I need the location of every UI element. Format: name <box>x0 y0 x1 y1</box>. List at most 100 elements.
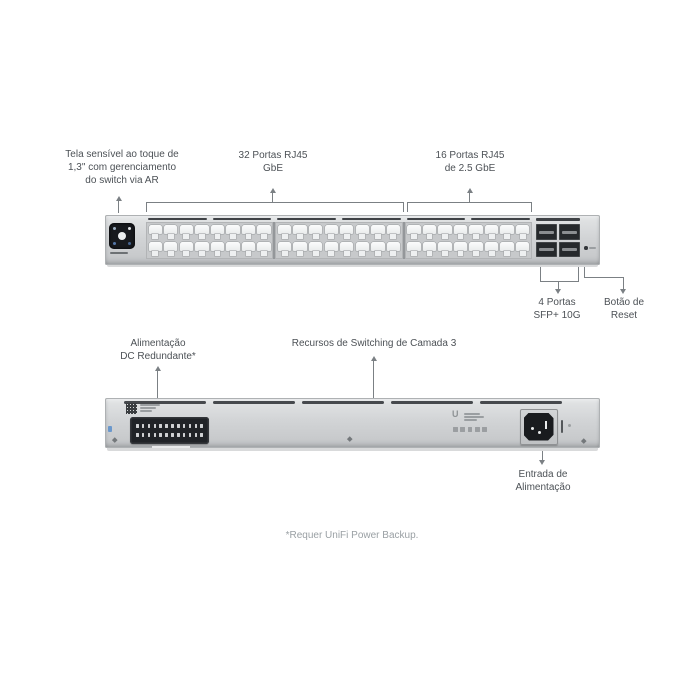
security-slot <box>561 420 563 433</box>
rj45-port <box>164 241 179 257</box>
dc-pin <box>188 432 192 437</box>
rj45-port <box>241 224 256 240</box>
label-sfp-ports: 4 Portas SFP+ 10G <box>533 297 581 321</box>
rj45-port <box>339 241 354 257</box>
qr-code <box>126 403 137 414</box>
rj45-port <box>438 224 453 240</box>
rj45-port <box>469 241 484 257</box>
rj45-port <box>179 241 194 257</box>
dc-pin <box>165 423 168 428</box>
rj45-port <box>515 241 530 257</box>
line-dc-power <box>157 371 158 398</box>
arrow-reset <box>620 289 626 294</box>
footnote: *Requer UniFi Power Backup. <box>285 530 419 541</box>
sfp-port <box>559 224 580 240</box>
arrow-touchscreen <box>116 196 122 201</box>
dc-pin <box>177 423 180 428</box>
rj45-port <box>226 241 241 257</box>
screen-dot <box>113 242 116 245</box>
dc-pin <box>165 432 168 437</box>
bracket-sfp-right <box>578 267 579 281</box>
rj45-port <box>324 241 339 257</box>
dc-connector-print <box>152 446 190 448</box>
label-reset-button: Botão de Reset <box>603 297 645 321</box>
line-reset-1 <box>584 267 585 277</box>
rj45-port <box>164 224 179 240</box>
ubiquiti-logo: U <box>452 409 459 419</box>
rj45-port <box>308 224 323 240</box>
rj45-port <box>179 224 194 240</box>
rj45-port <box>422 241 437 257</box>
rj45-port <box>324 224 339 240</box>
rj45-port <box>500 224 515 240</box>
bracket-25gbe <box>407 202 532 203</box>
rj45-port <box>469 224 484 240</box>
sfp-port <box>536 224 557 240</box>
vent-slots <box>124 401 562 404</box>
rj45-port <box>515 224 530 240</box>
rj45-port <box>148 224 163 240</box>
rj45-bank <box>275 217 403 259</box>
rj45-port <box>226 224 241 240</box>
dc-pin <box>136 432 139 437</box>
ac-power-inlet <box>523 412 554 441</box>
compliance-marks <box>453 427 487 432</box>
rj45-port <box>277 241 292 257</box>
serial-print <box>140 404 160 406</box>
serial-print <box>140 410 152 412</box>
port-label-strip <box>277 217 336 220</box>
label-16-ports-25gbe: 16 Portas RJ45 de 2.5 GbE <box>435 150 505 174</box>
dc-pin-row <box>136 423 203 428</box>
dc-pin <box>182 423 186 428</box>
ground-mark <box>108 426 112 432</box>
ac-inlet-bezel <box>520 409 558 445</box>
bracket-gbe-right <box>403 202 404 212</box>
sfp-port <box>536 241 557 257</box>
vent-slot <box>391 401 473 404</box>
rj45-port <box>407 241 422 257</box>
port-label-strip <box>471 217 530 220</box>
reset-button <box>584 246 588 250</box>
regulatory-print <box>464 416 484 418</box>
rj45-port <box>371 224 386 240</box>
line-gbe-stem <box>272 193 273 202</box>
rj45-port <box>195 241 210 257</box>
sfp-port <box>559 241 580 257</box>
reset-print <box>589 247 596 249</box>
sfp-label-strip <box>536 218 580 221</box>
arrow-layer3 <box>371 356 377 361</box>
dc-pin <box>188 423 192 428</box>
vent-slot <box>124 401 206 404</box>
arrow-gbe <box>270 188 276 193</box>
rj45-port <box>257 241 272 257</box>
front-panel-shadow <box>107 265 598 267</box>
label-dc-power: Alimentação DC Redundante* <box>120 338 196 362</box>
dc-redundant-connector <box>130 417 209 444</box>
rj45-banks <box>146 217 532 259</box>
dc-pin <box>200 423 203 428</box>
arrow-25gbe <box>467 188 473 193</box>
rj45-port <box>195 224 210 240</box>
regulatory-print <box>464 413 480 415</box>
bracket-gbe-left <box>146 202 147 212</box>
dc-pin <box>177 432 180 437</box>
dc-pin-row <box>136 432 203 437</box>
touchscreen-display <box>109 223 135 249</box>
line-25gbe-stem <box>469 193 470 202</box>
dc-pin <box>147 423 151 428</box>
rj45-port <box>210 241 225 257</box>
rj45-port <box>438 241 453 257</box>
rj45-port <box>355 224 370 240</box>
rj45-port <box>293 224 308 240</box>
dc-pin <box>136 423 139 428</box>
dc-pin <box>194 432 198 437</box>
bracket-gbe <box>146 202 404 203</box>
compliance-mark <box>474 427 480 432</box>
rj45-port <box>484 241 499 257</box>
rj45-port-grid <box>405 222 532 259</box>
rj45-port <box>371 241 386 257</box>
rj45-port <box>339 224 354 240</box>
screen-circle <box>118 232 126 240</box>
model-print <box>110 252 128 254</box>
rj45-port <box>293 241 308 257</box>
